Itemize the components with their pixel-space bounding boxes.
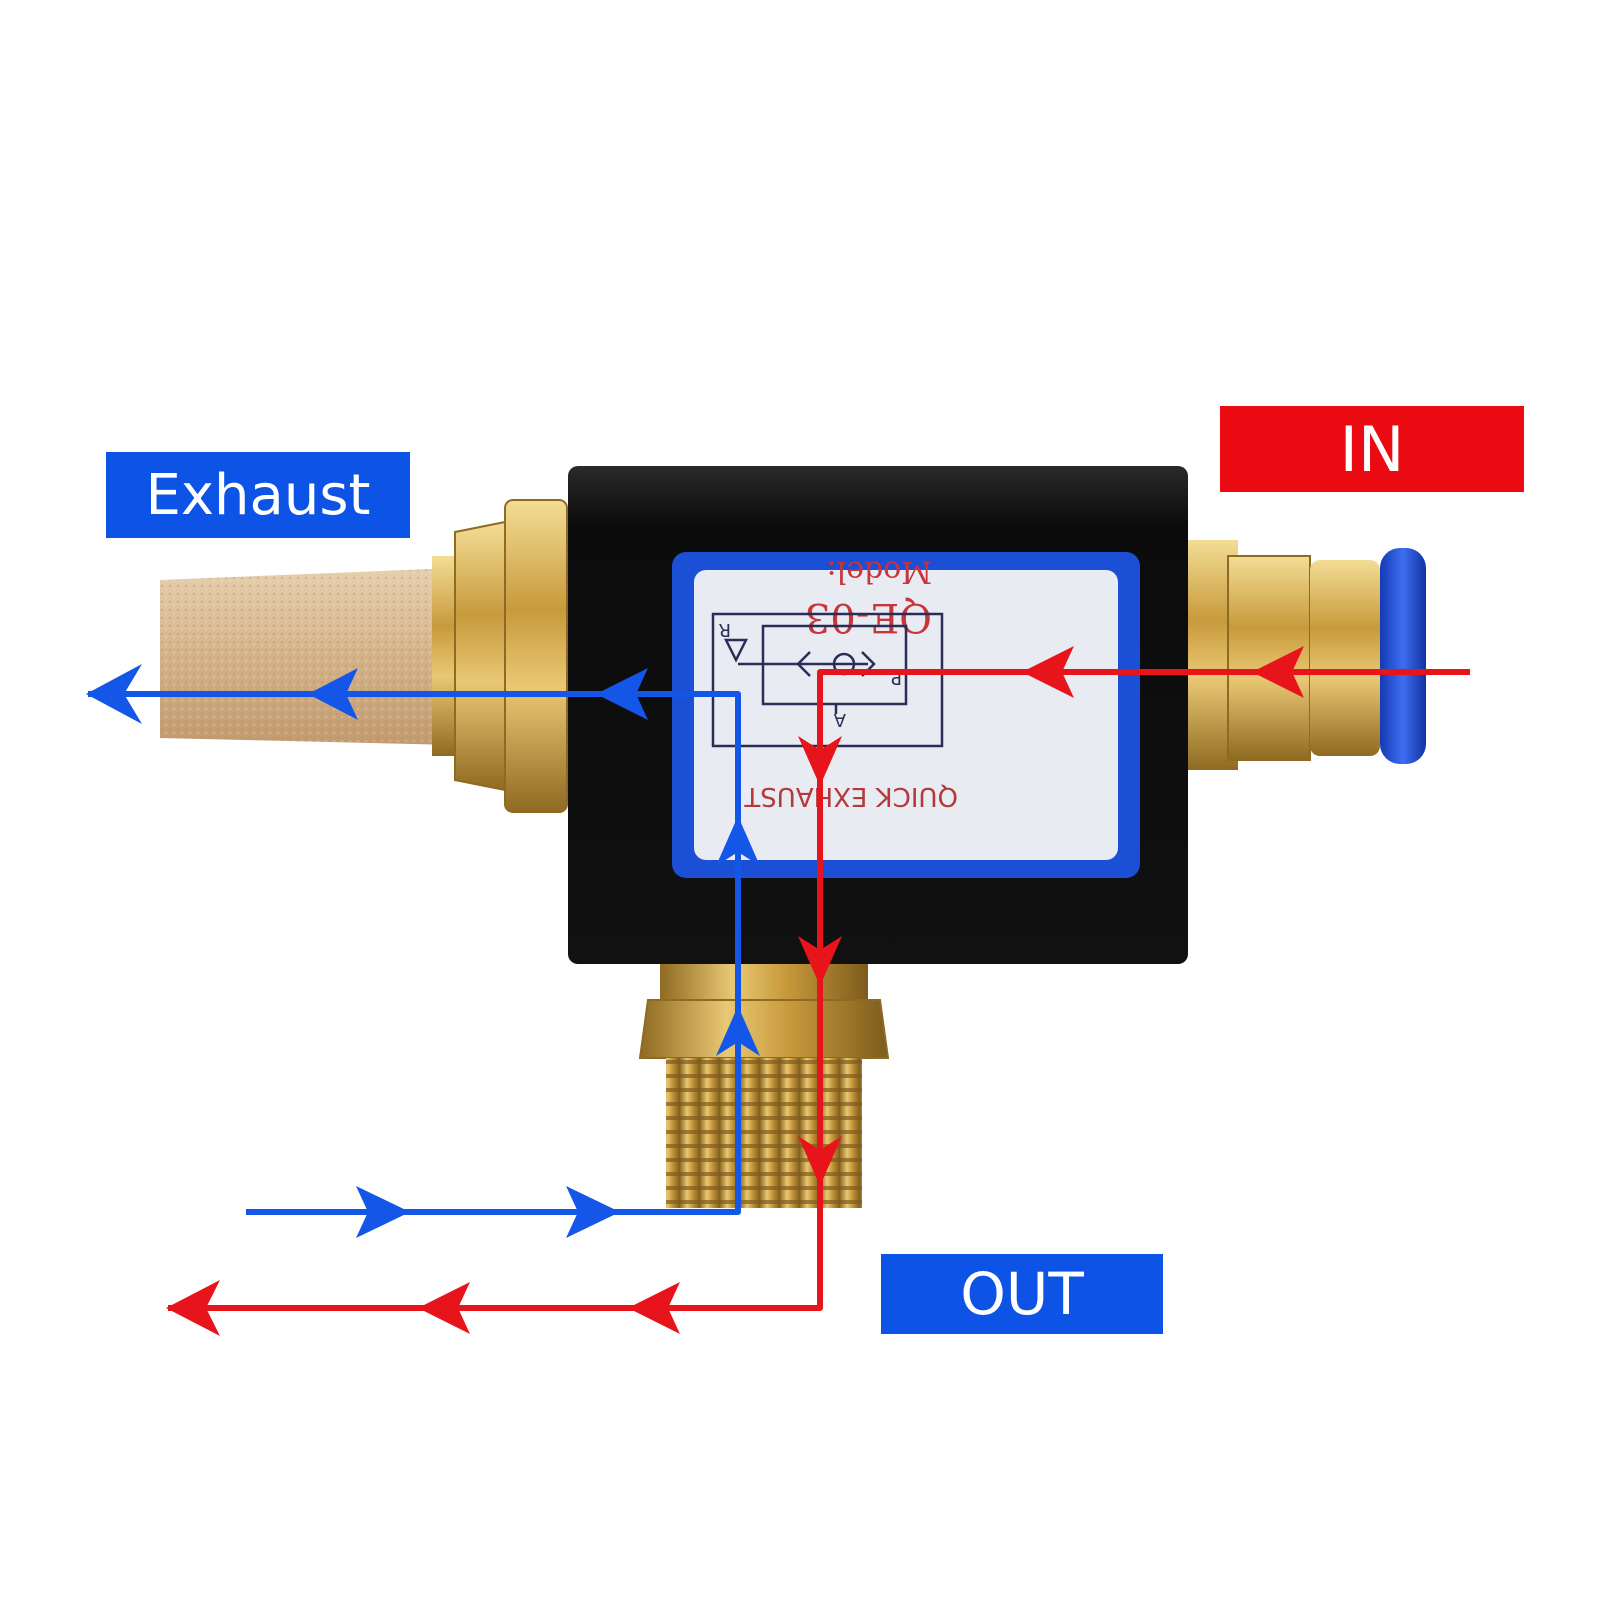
supply-flow-path — [168, 669, 1470, 1311]
exhaust-arrow-muffler — [308, 668, 358, 720]
exhaust-arrow-up-1 — [716, 816, 760, 866]
muffler — [160, 568, 455, 745]
supply-arrow-out-3 — [628, 1282, 680, 1334]
supply-flow-arrows — [166, 646, 1304, 1336]
exhaust-arrow-body — [596, 668, 648, 720]
port-a-label: A — [833, 709, 846, 730]
port-r-label: R — [718, 619, 731, 640]
exhaust-fitting — [432, 499, 568, 813]
plate-model-number: QE-03 — [805, 594, 932, 640]
exhaust-flow-arrows — [86, 664, 760, 1238]
supply-arrow-down-1 — [798, 736, 842, 786]
exhaust-arrow-in-2 — [566, 1186, 620, 1238]
out-label: OUT — [881, 1254, 1163, 1334]
exhaust-flow-path — [88, 691, 741, 1215]
supply-arrow-down-2 — [798, 936, 842, 986]
in-label-text: IN — [1339, 412, 1405, 486]
plate-model-label: Model: — [827, 554, 932, 589]
exhaust-label-text: Exhaust — [145, 462, 371, 528]
exhaust-label: Exhaust — [106, 452, 410, 538]
supply-arrow-body — [1022, 646, 1074, 698]
exhaust-arrow-out — [86, 664, 142, 724]
in-label: IN — [1220, 406, 1524, 492]
exhaust-arrow-in-1 — [356, 1186, 410, 1238]
exhaust-arrow-up-2 — [716, 1006, 760, 1056]
supply-arrow-in — [1252, 646, 1304, 698]
out-label-text: OUT — [960, 1260, 1084, 1328]
supply-arrow-down-3 — [798, 1136, 842, 1186]
plate-text: Model: QE-03 QUICK EXHAUST — [744, 554, 958, 811]
outlet-fitting — [638, 960, 890, 1208]
label-plate: Model: QE-03 QUICK EXHAUST R P A — [672, 552, 1140, 878]
port-p-label: P — [891, 667, 902, 688]
supply-arrow-out-1 — [166, 1280, 220, 1336]
supply-arrow-out-2 — [418, 1282, 470, 1334]
push-ring — [1380, 548, 1426, 764]
plate-product-name: QUICK EXHAUST — [744, 781, 958, 811]
push-in-fitting — [1188, 540, 1426, 770]
